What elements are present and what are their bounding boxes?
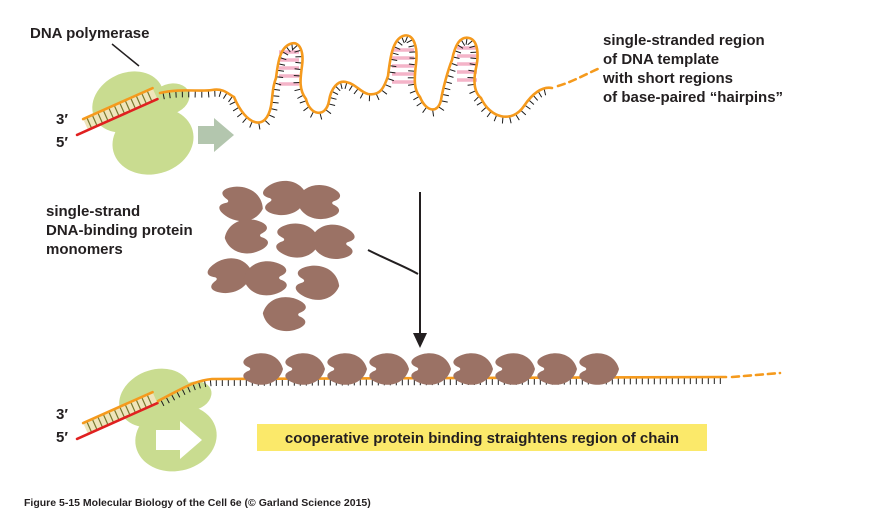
protein-monomer: [495, 353, 535, 385]
highlight-box: [257, 424, 707, 451]
template-note-line-3: with short regions: [602, 70, 733, 87]
reaction-arrow: [367, 192, 427, 348]
ssb-note-line-2: DNA-binding protein: [46, 222, 193, 239]
protein-monomer: [285, 353, 325, 385]
direction-arrow-bottom: [156, 421, 202, 459]
base-pair-rungs: [86, 91, 153, 128]
dna-polymerase-blob-bottom: [119, 368, 217, 472]
primer-strand: [75, 401, 159, 441]
direction-arrow-top: [198, 118, 234, 152]
protein-monomer: [453, 353, 493, 385]
protein-monomer: [262, 296, 307, 332]
protein-monomer: [579, 353, 619, 385]
template-strand-top: [158, 34, 554, 124]
template-note-line-1: single-stranded region: [603, 32, 765, 49]
dna-polymerase-label: DNA polymerase: [30, 25, 150, 42]
template-strand-bottom-dashed: [730, 371, 782, 379]
template-strand-top-dashed: [556, 66, 602, 88]
protein-monomer: [369, 353, 409, 385]
protein-monomer: [243, 260, 288, 297]
five-prime-label-bottom: 5′: [56, 429, 68, 446]
primer-template-duplex-top: [75, 86, 159, 137]
ssb-bound-row: [243, 353, 619, 385]
protein-monomer: [537, 353, 577, 385]
three-prime-label-bottom: 3′: [56, 406, 68, 423]
three-prime-label-top: 3′: [56, 111, 68, 128]
template-note-line-2: of DNA template: [603, 51, 719, 68]
protein-monomer: [223, 218, 269, 255]
protein-monomer: [217, 183, 267, 226]
template-note-line-4: of base-paired “hairpins”: [603, 89, 783, 106]
ssb-monomer-cluster: [205, 177, 356, 332]
ssb-note-line-3: monomers: [46, 241, 123, 258]
highlight-text: cooperative protein binding straightens …: [285, 430, 679, 447]
primer-template-duplex-bottom: [75, 390, 159, 441]
ssb-note-line-1: single-strand: [46, 203, 140, 220]
five-prime-label-top: 5′: [56, 134, 68, 151]
base-pair-rungs: [86, 395, 153, 432]
protein-monomer: [411, 353, 451, 385]
protein-monomer: [294, 263, 342, 303]
polymerase-pointer-line: [111, 43, 140, 67]
base-ticks: [162, 35, 547, 130]
primer-strand: [75, 97, 159, 137]
template-strand-bottom: [156, 375, 728, 403]
protein-monomer: [327, 353, 367, 385]
figure-caption: Figure 5-15 Molecular Biology of the Cel…: [24, 497, 371, 509]
protein-monomer: [308, 221, 356, 262]
